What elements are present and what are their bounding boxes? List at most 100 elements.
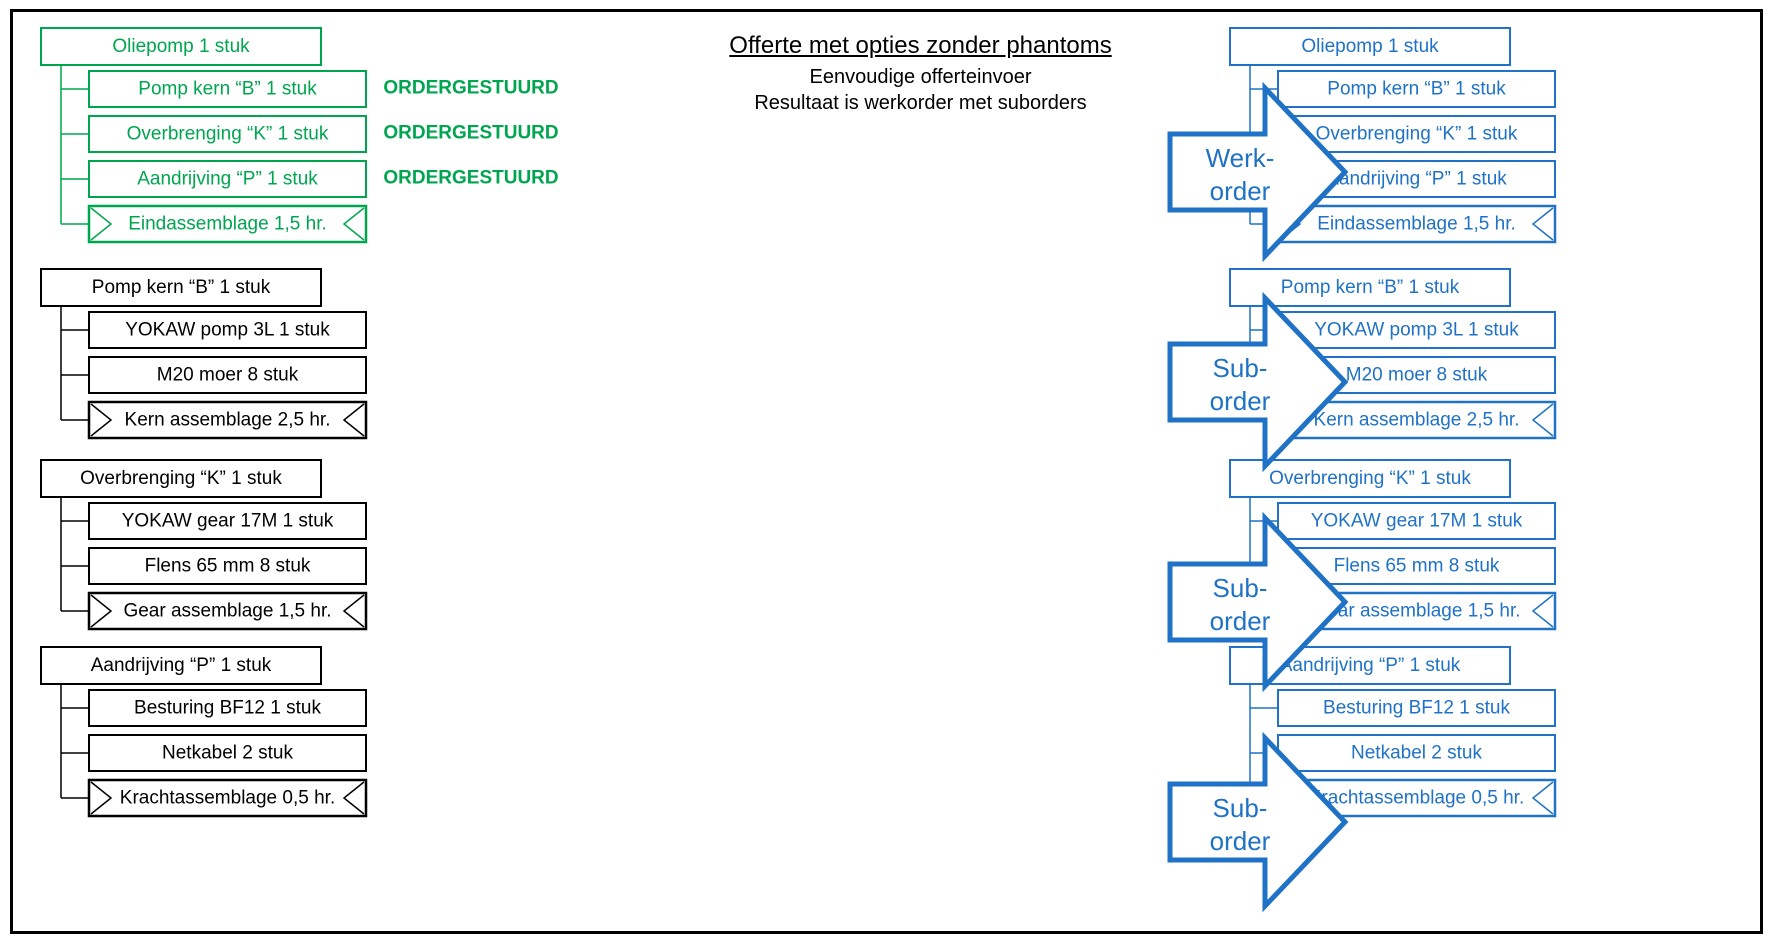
arrow-label-line1: Werk- (1206, 143, 1275, 173)
parent-item-box (40, 27, 322, 66)
child-item-box (88, 547, 367, 585)
operation-start-marker (90, 781, 113, 815)
child-item-label: Pomp kern “B” 1 stuk (1327, 79, 1506, 100)
parent-item-label: Pomp kern “B” 1 stuk (1281, 277, 1460, 298)
operation-end-marker (1531, 403, 1554, 437)
child-item-label: Krachtassemblage 0,5 hr. (1309, 788, 1524, 809)
child-item-label: Aandrijving “P” 1 stuk (137, 169, 318, 190)
child-item-label: Aandrijving “P” 1 stuk (1326, 169, 1507, 190)
parent-item-box (40, 268, 322, 307)
block-arrow-1: Werk-order (1167, 81, 1349, 263)
diagram-subtitle-2: Resultaat is werkorder met suborders (754, 92, 1087, 114)
child-item-box (1277, 689, 1556, 727)
child-item-box (1277, 70, 1556, 108)
arrow-label-line1: Sub- (1213, 573, 1268, 603)
operation-box (87, 778, 368, 818)
parent-item-label: Overbrenging “K” 1 stuk (80, 468, 282, 489)
child-item-box (1277, 502, 1556, 540)
arrow-label-line2: order (1210, 386, 1271, 416)
order-status-label: ORDERGESTUURD (383, 168, 558, 189)
child-item-label: Gear assemblage 1,5 hr. (1312, 601, 1520, 622)
child-item-box (88, 70, 367, 108)
child-item-label: Overbrenging “K” 1 stuk (127, 124, 329, 145)
child-item-box (88, 160, 367, 198)
parent-item-label: Pomp kern “B” 1 stuk (92, 277, 271, 298)
child-item-box (1277, 734, 1556, 772)
parent-item-label: Oliepomp 1 stuk (1301, 36, 1439, 57)
child-item-box (88, 502, 367, 540)
block-arrow-4: Sub-order (1167, 731, 1349, 913)
operation-start-marker (90, 594, 113, 628)
operation-box (87, 400, 368, 440)
operation-end-marker (1531, 207, 1554, 241)
operation-end-marker (342, 781, 365, 815)
arrow-shape (1167, 81, 1349, 263)
child-item-label: Overbrenging “K” 1 stuk (1316, 124, 1518, 145)
operation-end-marker (342, 594, 365, 628)
operation-start-marker (90, 403, 113, 437)
diagram-frame (10, 9, 1763, 934)
parent-item-box (40, 646, 322, 685)
diagram-title: Offerte met opties zonder phantoms (729, 32, 1112, 59)
diagram-subtitle-1: Eenvoudige offerteinvoer (809, 66, 1032, 88)
parent-item-label: Overbrenging “K” 1 stuk (1269, 468, 1471, 489)
arrow-label-line2: order (1210, 606, 1271, 636)
child-item-label: M20 moer 8 stuk (157, 365, 299, 386)
arrow-shape (1167, 291, 1349, 473)
child-item-label: Eindassemblage 1,5 hr. (1317, 214, 1516, 235)
child-item-label: M20 moer 8 stuk (1346, 365, 1488, 386)
parent-item-box (40, 459, 322, 498)
arrow-label-line1: Sub- (1213, 793, 1268, 823)
child-item-box (88, 689, 367, 727)
operation-box (1276, 400, 1557, 440)
arrow-label-line1: Sub- (1213, 353, 1268, 383)
operation-end-marker (1531, 781, 1554, 815)
child-item-label: Eindassemblage 1,5 hr. (128, 214, 327, 235)
parent-item-box (1229, 268, 1511, 307)
child-item-label: Besturing BF12 1 stuk (134, 698, 321, 719)
operation-box (1276, 204, 1557, 244)
child-item-label: Flens 65 mm 8 stuk (1334, 556, 1500, 577)
operation-box (87, 204, 368, 244)
operation-end-marker (342, 207, 365, 241)
child-item-box (1277, 115, 1556, 153)
operation-end-marker (342, 403, 365, 437)
child-item-label: Besturing BF12 1 stuk (1323, 698, 1510, 719)
parent-item-box (1229, 459, 1511, 498)
child-item-box (88, 311, 367, 349)
arrow-label-line2: order (1210, 826, 1271, 856)
parent-item-label: Aandrijving “P” 1 stuk (91, 655, 272, 676)
child-item-label: Gear assemblage 1,5 hr. (123, 601, 331, 622)
order-status-label: ORDERGESTUURD (383, 123, 558, 144)
child-item-label: Krachtassemblage 0,5 hr. (120, 788, 335, 809)
parent-item-label: Aandrijving “P” 1 stuk (1280, 655, 1461, 676)
child-item-label: Netkabel 2 stuk (1351, 743, 1482, 764)
child-item-label: YOKAW gear 17M 1 stuk (1311, 511, 1523, 532)
child-item-box (88, 356, 367, 394)
operation-box (87, 591, 368, 631)
child-item-label: Pomp kern “B” 1 stuk (138, 79, 317, 100)
child-item-label: Flens 65 mm 8 stuk (145, 556, 311, 577)
child-item-label: Kern assemblage 2,5 hr. (125, 410, 331, 431)
child-item-label: Kern assemblage 2,5 hr. (1314, 410, 1520, 431)
arrow-label-line2: order (1210, 176, 1271, 206)
operation-start-marker (90, 207, 113, 241)
child-item-box (1277, 311, 1556, 349)
child-item-box (88, 115, 367, 153)
child-item-label: Netkabel 2 stuk (162, 743, 293, 764)
child-item-box (88, 734, 367, 772)
parent-item-box (1229, 27, 1511, 66)
block-arrow-2: Sub-order (1167, 291, 1349, 473)
child-item-label: YOKAW gear 17M 1 stuk (122, 511, 334, 532)
child-item-label: YOKAW pomp 3L 1 stuk (1314, 320, 1519, 341)
order-status-label: ORDERGESTUURD (383, 78, 558, 99)
block-arrow-3: Sub-order (1167, 511, 1349, 693)
parent-item-label: Oliepomp 1 stuk (112, 36, 250, 57)
